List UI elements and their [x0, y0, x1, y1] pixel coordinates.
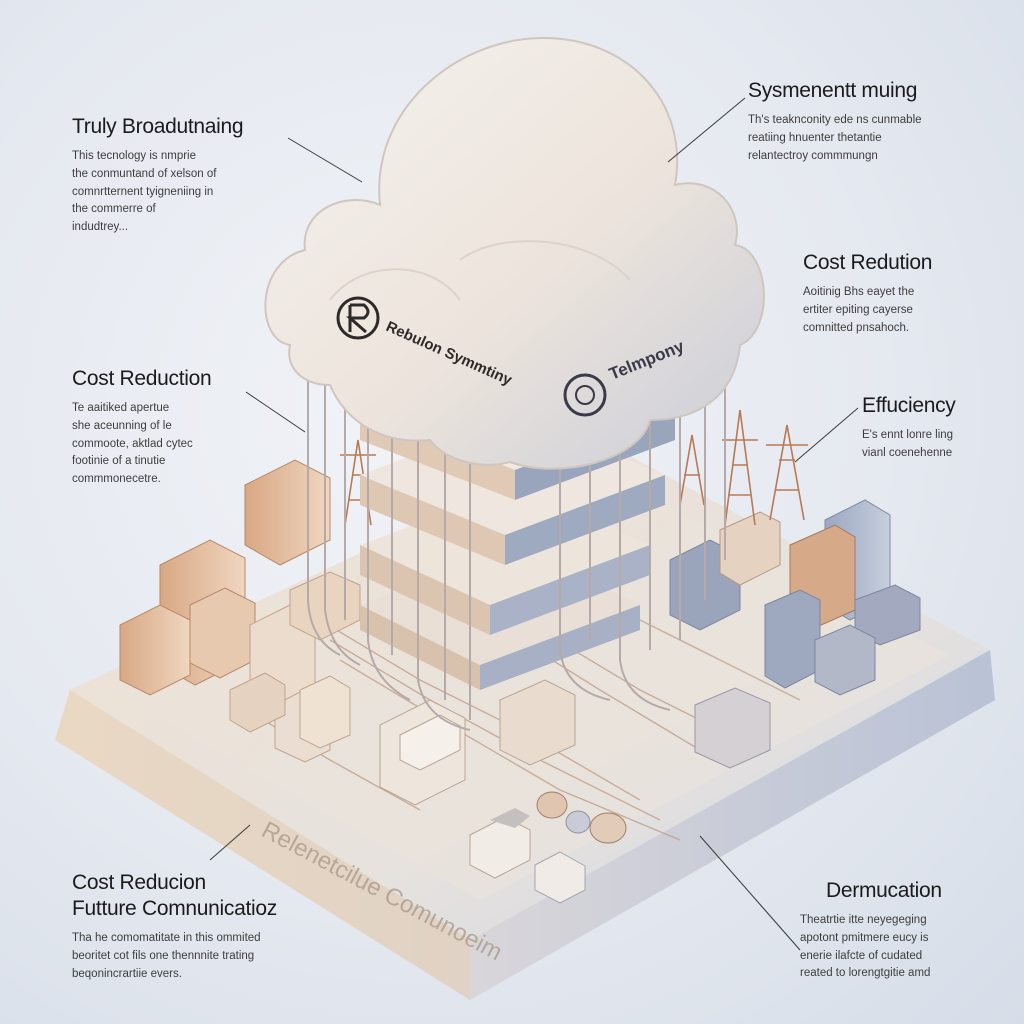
callout-line: relantectroy commmungn: [748, 149, 878, 162]
callout-title: Sysmenentt muing: [748, 79, 918, 102]
callout-line: commoote, aktlad cytec: [72, 437, 193, 450]
callout-title: Dermucation: [826, 879, 942, 902]
callout-title: Effuciency: [862, 394, 956, 417]
cloud-logo-left: [336, 296, 380, 340]
callout-line: reatiing hnuenter thetantie: [748, 131, 882, 144]
callout-line: enerie ilafcte of cudated: [800, 949, 923, 962]
callout-line: comnrtternent tyigneniing in: [72, 185, 214, 198]
transmission-towers: [340, 409, 808, 526]
callout-line: apotont pmitmere eucy is: [800, 931, 929, 944]
callout-cost-redution: Cost Redution Aoitinig Bhs eayet the ert…: [803, 251, 933, 337]
callout-line: beqonincrartiie evers.: [72, 967, 182, 980]
leader-lines: [209, 97, 859, 951]
callout-cost-reducion-bottom: Cost Reducion Futture Comnunicatioz Tha …: [72, 871, 277, 984]
callout-line: Te aaitiked apertue: [72, 402, 170, 415]
bush-devices: [536, 791, 627, 844]
callout-truly-broadutnaing: Truly Broadutnaing This tecnology is nmp…: [72, 115, 244, 237]
callout-line: reated to lorengtgitie amd: [800, 967, 931, 980]
callout-body: Te aaitiked apertue she aceunning of le …: [72, 400, 211, 489]
callout-line: Th's teaknconity ede ns cunmable: [748, 114, 922, 127]
callout-line: commmonecetre.: [72, 473, 161, 486]
callout-title: Truly Broadutnaing: [72, 115, 244, 138]
callout-cost-reduction-left: Cost Reduction Te aaitiked apertue she a…: [72, 367, 212, 489]
callout-body: Tha he comomatitate in this ommited beor…: [72, 930, 277, 983]
callout-line: Theatrtie itte neyegeging: [800, 914, 927, 927]
platform-left-face: [55, 690, 470, 1000]
callout-line: she aceunning of le: [72, 419, 172, 432]
callout-body: Aoitinig Bhs eayet the ertiter epiting c…: [803, 284, 932, 337]
callout-title: Cost Redution: [803, 251, 933, 274]
callout-line: beoritet cot fils one thennnite trating: [72, 949, 255, 962]
callout-line: vianl coenehenne: [862, 446, 953, 459]
callout-body: E's ennt lonre ling vianl coenehenne: [862, 427, 956, 463]
callout-line: E's ennt lonre ling: [862, 429, 954, 442]
callout-body: Theatrtie itte neyegeging apotont pmitme…: [800, 912, 942, 983]
callout-line: Tha he comomatitate in this ommited: [72, 932, 261, 945]
callout-line: comnitted pnsahoch.: [803, 321, 910, 334]
callout-subtitle: Futture Comnunicatioz: [72, 897, 277, 921]
callout-line: ertiter epiting cayerse: [803, 303, 913, 316]
callout-title: Cost Reduction: [72, 367, 212, 390]
callout-line: indudtrey...: [72, 221, 129, 234]
callout-sysmenentt-muing: Sysmenentt muing Th's teaknconity ede ns…: [748, 79, 922, 165]
cloud-shape: Rebulon Symmtiny Telmpony: [264, 36, 765, 470]
callout-line: the commerre of: [72, 203, 156, 216]
callout-effuciency: Effuciency E's ennt lonre ling vianl coe…: [862, 394, 956, 463]
platform-right-face: [470, 650, 995, 1000]
callout-line: footinie of a tinutie: [72, 455, 166, 468]
callout-line: Aoitinig Bhs eayet the: [803, 286, 915, 299]
callout-line: the conmuntand of xelson of: [72, 167, 217, 180]
callout-dermucation: Dermucation Theatrtie itte neyegeging ap…: [800, 879, 942, 983]
callout-title: Cost Reducion: [72, 871, 206, 894]
callout-body: Th's teaknconity ede ns cunmable reatiin…: [748, 112, 922, 165]
callout-line: This tecnology is nmprie: [72, 150, 196, 163]
callout-body: This tecnology is nmprie the conmuntand …: [72, 148, 243, 237]
cloud-logo-right: [563, 373, 607, 417]
